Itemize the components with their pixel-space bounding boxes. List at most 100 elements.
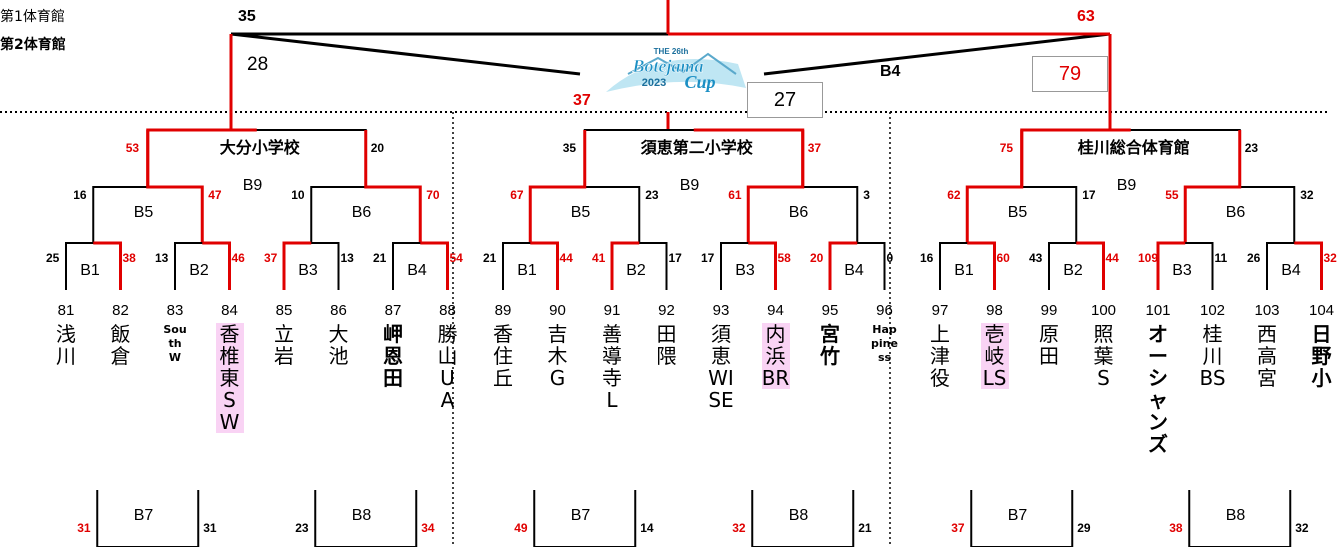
g2-b2-left-score: 41 — [592, 251, 606, 265]
g1-b5-left-score: 16 — [73, 188, 87, 202]
g2-top-left-score: 35 — [562, 141, 577, 155]
team-name: 日野小 — [1311, 322, 1332, 390]
g3-b2-label: B2 — [1063, 262, 1083, 279]
team-name: 照葉S — [1093, 322, 1114, 390]
g1-b8-left-score: 23 — [295, 521, 309, 535]
final-right-diagonal — [763, 32, 1111, 76]
g1-b2-win — [202, 241, 231, 290]
team-number: 93 — [712, 302, 730, 319]
team-number: 102 — [1199, 302, 1226, 319]
team-number: 90 — [549, 302, 566, 319]
team-name: 香住丘 — [493, 322, 513, 390]
team-number: 101 — [1145, 302, 1171, 319]
team-name: 勝山UA — [437, 322, 458, 412]
team-number: 96 — [876, 302, 893, 319]
g1-b4-win — [420, 241, 449, 290]
g2-b8-left-score: 32 — [732, 521, 746, 535]
g2-b5-label: B5 — [570, 204, 591, 221]
g1-b1-left-score: 25 — [46, 251, 60, 265]
g3-b2-left-score: 43 — [1029, 251, 1043, 265]
team-number: 94 — [767, 302, 784, 319]
g3-b1-label: B1 — [954, 262, 974, 279]
g3-b5-right-score: 17 — [1082, 188, 1096, 202]
logo-text-4: Cup — [684, 72, 715, 92]
g3-venue-name: 桂川総合体育館 — [1070, 140, 1197, 156]
g2-b7-label: B7 — [570, 507, 591, 524]
g1-b6-right-score: 70 — [426, 188, 440, 202]
team-name: 壱岐LS — [980, 323, 1009, 389]
g2-b5-right-score: 23 — [645, 188, 659, 202]
final-right-score: 63 — [1077, 8, 1095, 25]
team-name: 桂川BS — [1199, 322, 1226, 390]
team-number: 97 — [931, 302, 949, 319]
g3-b4-win — [1294, 241, 1323, 290]
g3-b9-label: B9 — [1116, 177, 1137, 194]
g2-b1-left-score: 21 — [483, 251, 497, 265]
team-name: 飯倉 — [110, 322, 131, 368]
g2-b1-label: B1 — [517, 262, 537, 279]
g2-b3-left-score: 17 — [701, 251, 715, 265]
g3-b1-right-score: 60 — [996, 251, 1010, 265]
g3-b5-win — [965, 130, 1024, 243]
team-name: 吉木G — [547, 322, 568, 390]
team-name: 須恵WISE — [708, 322, 734, 412]
team-name: 浅川 — [56, 322, 76, 368]
final-right-label: B4 — [880, 63, 901, 80]
g3-b4-left-score: 26 — [1247, 251, 1261, 265]
g1-b7-right-score: 31 — [203, 521, 217, 535]
g1-b9-label: B9 — [242, 177, 263, 194]
g2-b5-left-score: 67 — [510, 188, 524, 202]
g3-b8-label: B8 — [1225, 507, 1246, 524]
logo-text-2: Botejama — [632, 56, 704, 76]
g1-b6-left-score: 10 — [291, 188, 305, 202]
g2-b6-left-score: 61 — [728, 188, 742, 202]
g1-b2-right-score: 46 — [231, 251, 245, 265]
g3-b1-left-score: 16 — [920, 251, 934, 265]
g2-b2-right-score: 17 — [668, 251, 682, 265]
g3-b7-left-score: 37 — [951, 521, 965, 535]
team-number: 87 — [384, 302, 402, 319]
g1-top-right-score: 20 — [370, 141, 385, 155]
g1-b4-left-score: 21 — [373, 251, 387, 265]
logo-text-1: THE 26th — [654, 47, 689, 56]
final-left-score: 35 — [238, 8, 256, 25]
g3-b1-win — [967, 241, 996, 290]
g1-b1-label: B1 — [80, 262, 100, 279]
team-number: 88 — [439, 302, 456, 319]
team-name: 岬恩田 — [383, 322, 403, 390]
g3-b3-label: B3 — [1172, 262, 1192, 279]
g3-b6-left-score: 55 — [1165, 188, 1179, 202]
g1-b6-label: B6 — [351, 204, 372, 221]
team-number: 84 — [221, 302, 238, 319]
g3-b3-right-score: 11 — [1214, 251, 1228, 265]
team-name: 立岩 — [274, 322, 294, 368]
g2-b7-left-score: 49 — [514, 521, 528, 535]
g1-top-left-score: 53 — [125, 141, 140, 155]
team-name: 宮竹 — [820, 322, 840, 368]
g3-b3-left-score: 109 — [1138, 251, 1159, 265]
team-number: 92 — [658, 302, 675, 319]
g3-b5-label: B5 — [1007, 204, 1028, 221]
g2-b6-label: B6 — [788, 204, 809, 221]
team-number: 100 — [1090, 302, 1117, 319]
team-name: 田隈 — [656, 322, 677, 368]
team-name: 西高宮 — [1257, 322, 1277, 390]
g2-b4-left-score: 20 — [810, 251, 824, 265]
g2-b2-win — [610, 241, 640, 290]
g3-b5-left-score: 62 — [947, 188, 961, 202]
g2-b4-win — [828, 241, 858, 290]
g1-b4-right-score: 54 — [449, 251, 463, 265]
final-box-score: 27 — [747, 82, 823, 118]
team-number: 89 — [494, 302, 512, 319]
g1-b3-right-score: 13 — [340, 251, 354, 265]
legend-venue-2: 第2体育館 — [0, 37, 66, 53]
final-right-box-score: 79 — [1032, 56, 1108, 92]
g1-b8-label: B8 — [351, 507, 372, 524]
g2-b3-win — [748, 241, 777, 290]
final-lower-left-score: 28 — [247, 54, 269, 75]
team-name: 大池 — [328, 322, 349, 368]
g3-b8-right-score: 32 — [1295, 521, 1309, 535]
g2-b8-right-score: 21 — [858, 521, 872, 535]
g2-b4-right-score: 0 — [886, 251, 894, 265]
